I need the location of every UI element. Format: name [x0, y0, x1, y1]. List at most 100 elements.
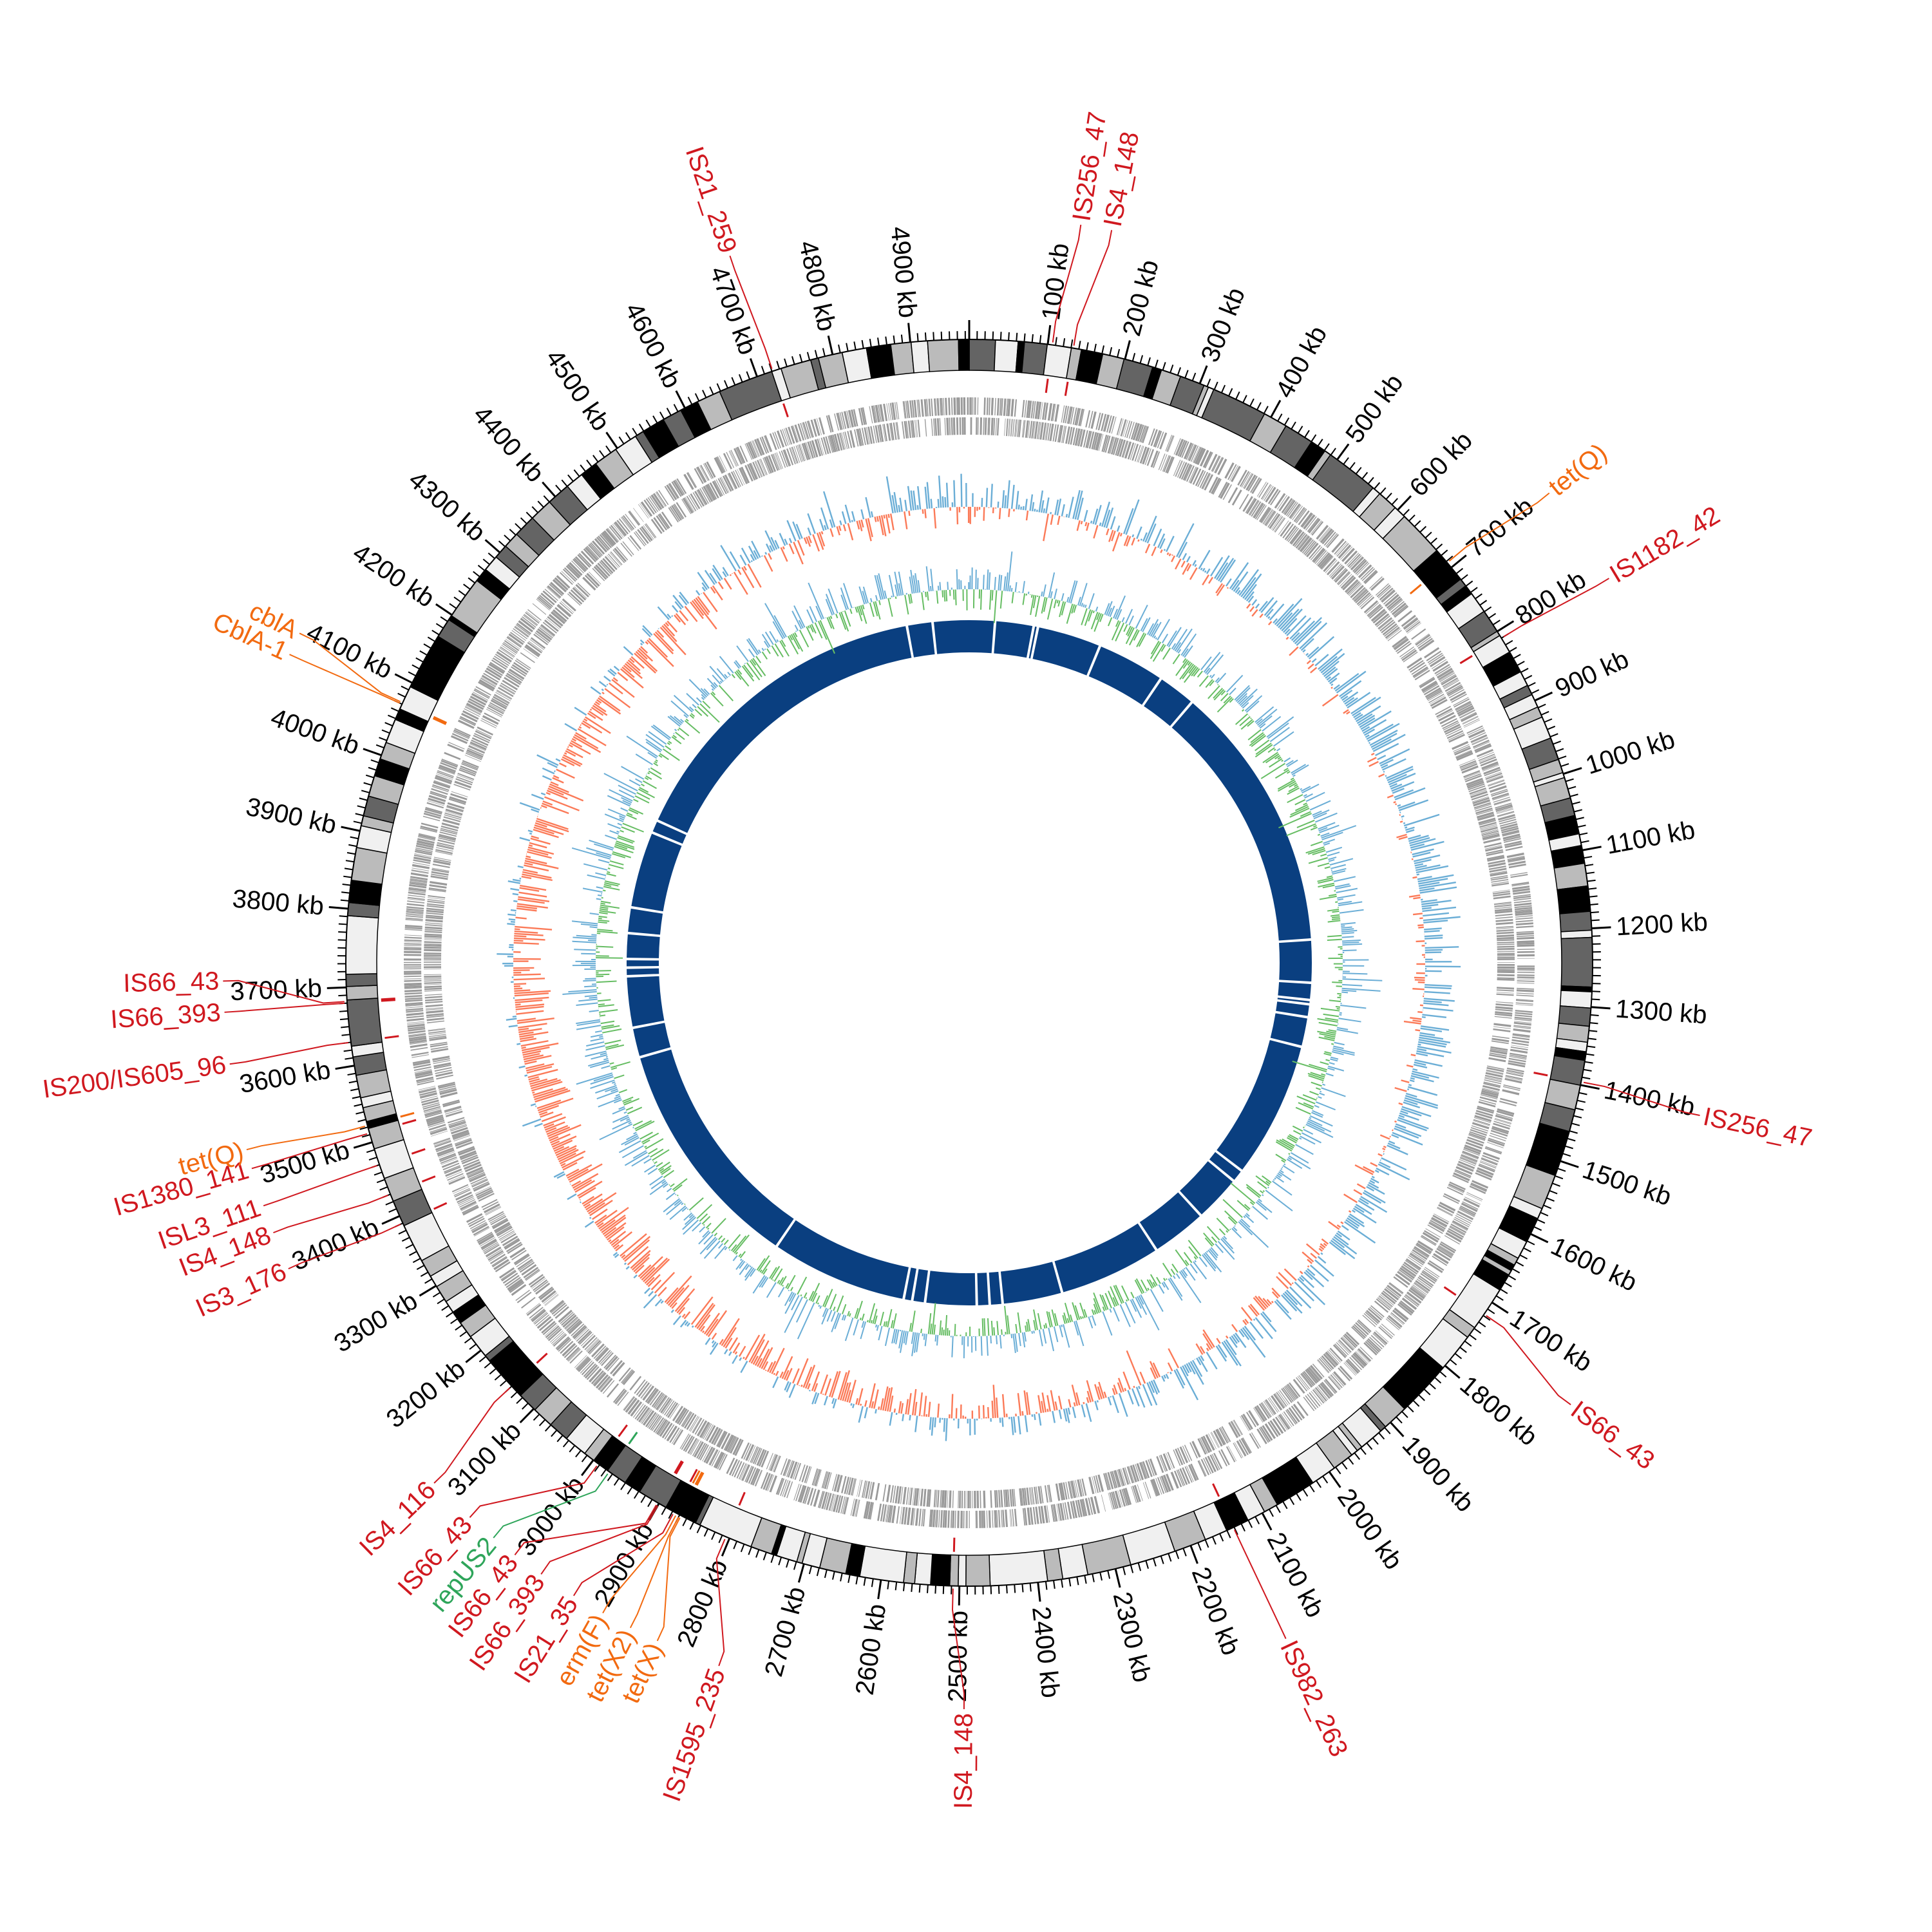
- gene-feature-plus: [1512, 886, 1530, 890]
- gene-feature-plus: [877, 404, 881, 422]
- synteny-block: [1139, 1192, 1200, 1249]
- gc-content-high-bar: [650, 725, 670, 741]
- gene-feature-minus: [836, 1475, 842, 1492]
- gene-feature-plus: [1256, 481, 1267, 497]
- gene-feature-minus: [1282, 524, 1294, 538]
- gc-skew-positive-bar: [786, 1382, 791, 1392]
- gc-skew-positive-bar: [1090, 520, 1093, 524]
- gc-skew-positive-bar: [860, 509, 865, 520]
- gc-content-high-bar: [1334, 883, 1350, 888]
- gc-skew-negative-bar: [598, 1207, 629, 1230]
- gene-feature-minus: [1189, 467, 1199, 484]
- gc-content-high-bar: [797, 1302, 815, 1340]
- gc-content-high-bar: [777, 1287, 785, 1298]
- gene-feature-plus: [846, 410, 851, 428]
- gc-skew-positive-bar: [999, 1417, 1001, 1423]
- gc-skew-track: [497, 473, 1461, 1441]
- gc-skew-positive-bar: [1198, 1356, 1208, 1372]
- gene-feature-minus: [1274, 517, 1286, 533]
- gene-feature-minus: [814, 1469, 821, 1486]
- gene-feature-minus: [1490, 1049, 1508, 1055]
- gene-feature-plus: [1188, 1464, 1197, 1481]
- gene-feature-plus: [885, 1504, 889, 1522]
- gene-feature-plus: [1475, 1170, 1493, 1179]
- gene-feature-minus: [1366, 1310, 1381, 1323]
- gene-feature-plus: [810, 1488, 817, 1506]
- gc-skew-negative-bar: [1343, 1193, 1358, 1204]
- gc-content-low-bar: [1054, 1313, 1059, 1326]
- gene-feature-minus: [426, 1013, 444, 1017]
- gene-feature-plus: [969, 397, 972, 415]
- gc-skew-negative-bar: [1133, 1385, 1135, 1388]
- gene-feature-minus: [1397, 643, 1412, 654]
- gc-skew-negative-bar: [1416, 940, 1425, 943]
- gc-skew-positive-bar: [672, 1315, 681, 1325]
- gc-content-low-bar: [1323, 1052, 1332, 1056]
- synteny-block: [969, 620, 994, 654]
- gc-skew-positive-bar: [852, 1403, 855, 1408]
- gene-feature-plus: [616, 1390, 627, 1405]
- gene-feature-plus: [929, 1509, 932, 1527]
- gene-feature-plus: [810, 419, 817, 437]
- gene-feature-plus: [415, 849, 433, 854]
- gc-skew-negative-bar: [582, 1196, 595, 1205]
- gc-skew-negative-bar: [1041, 1392, 1046, 1413]
- gc-skew-positive-bar: [1404, 1097, 1438, 1109]
- gc-content-low-bar: [1160, 644, 1166, 652]
- gene-feature-minus: [657, 1396, 668, 1411]
- gene-feature-minus: [1305, 1369, 1318, 1384]
- gc-content-low-bar: [1125, 627, 1135, 645]
- gene-feature-minus: [1137, 445, 1143, 462]
- gc-skew-positive-bar: [1403, 822, 1406, 824]
- gc-content-low-bar: [779, 1277, 784, 1285]
- gene-feature-minus: [1353, 588, 1367, 601]
- gene-feature-plus: [1150, 429, 1158, 446]
- gene-feature-plus: [407, 896, 425, 900]
- gene-feature-minus: [923, 1489, 927, 1507]
- gc-content-low-bar: [609, 860, 624, 866]
- gene-feature-plus: [610, 524, 623, 540]
- gene-feature-plus: [625, 1398, 638, 1413]
- gc-skew-negative-bar: [533, 1088, 553, 1096]
- gene-feature-plus: [508, 1280, 524, 1293]
- gene-feature-minus: [1060, 1482, 1066, 1501]
- gc-content-low-bar: [670, 1183, 675, 1188]
- gene-feature-minus: [1470, 1129, 1487, 1136]
- gc-skew-negative-bar: [1319, 1245, 1325, 1250]
- gc-skew-positive-bar: [740, 1360, 748, 1374]
- gene-feature-minus: [621, 1368, 633, 1383]
- gc-skew-negative-bar: [591, 706, 604, 716]
- gene-feature-plus: [1378, 586, 1392, 599]
- gc-skew-negative-bar: [529, 1078, 540, 1083]
- gc-content-high-bar: [1140, 1294, 1160, 1331]
- gene-feature-plus: [472, 692, 489, 701]
- gene-feature-plus: [562, 1343, 576, 1357]
- gc-skew-negative-bar: [1242, 1320, 1247, 1325]
- gene-feature-plus: [422, 1104, 440, 1110]
- gene-feature-minus: [1103, 435, 1109, 453]
- gene-feature-minus: [462, 1159, 480, 1168]
- gene-feature-plus: [641, 1409, 652, 1425]
- gc-skew-positive-bar: [508, 918, 516, 921]
- gc-content-low-bar: [1321, 1073, 1326, 1076]
- gene-feature-plus: [1067, 406, 1073, 424]
- gene-feature-minus: [1372, 611, 1388, 624]
- gene-feature-plus: [430, 791, 448, 798]
- gc-skew-negative-bar: [516, 903, 548, 909]
- gc-skew-negative-bar: [1302, 1251, 1314, 1263]
- gc-skew-positive-bar: [893, 492, 898, 513]
- gc-skew-negative-bar: [816, 533, 824, 550]
- gene-feature-minus: [837, 1475, 843, 1493]
- gene-feature-minus: [1431, 1217, 1448, 1227]
- gene-feature-plus: [418, 1087, 436, 1092]
- gene-feature-minus: [1387, 1284, 1402, 1297]
- gc-skew-positive-bar: [1010, 484, 1015, 509]
- gene-feature-plus: [581, 1361, 594, 1376]
- gc-skew-negative-bar: [594, 1214, 607, 1224]
- gene-feature-minus: [1260, 1402, 1271, 1418]
- gene-feature-plus: [843, 1497, 849, 1515]
- gc-content-high-bar: [1135, 1296, 1142, 1309]
- gc-skew-negative-bar: [517, 898, 545, 904]
- gene-feature-minus: [1104, 435, 1111, 453]
- gene-feature-plus: [1040, 1506, 1045, 1524]
